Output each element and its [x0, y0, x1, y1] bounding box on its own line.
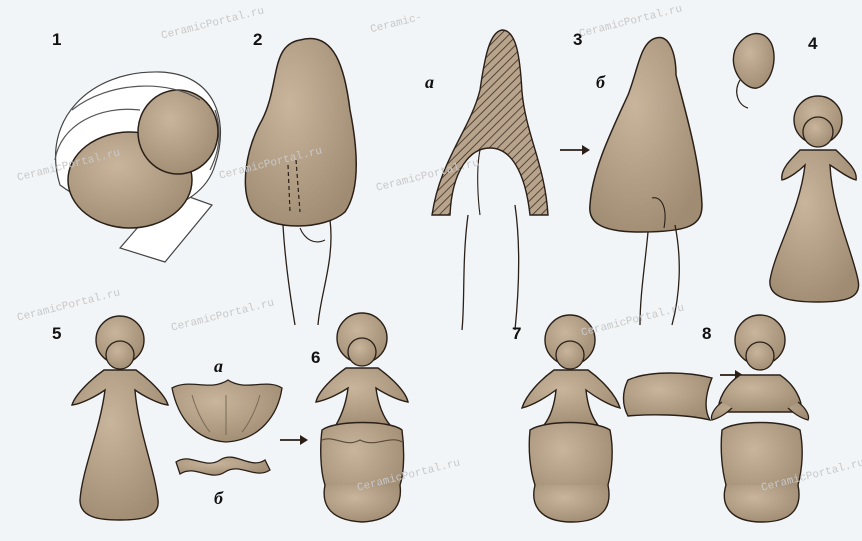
- step8-figure: [711, 315, 808, 522]
- step-number-4: 4: [808, 34, 817, 54]
- step-number-1: 1: [52, 30, 61, 50]
- arrow-right-icon-2: [280, 435, 308, 445]
- sub-label-a-bottom: а: [214, 356, 223, 377]
- step7-cape-piece: [624, 373, 713, 420]
- step7-figure: [522, 315, 620, 522]
- step3a-cross-section: [432, 30, 548, 330]
- step-number-6: 6: [311, 348, 320, 368]
- step4-figure: [733, 34, 858, 302]
- step5a-collar-piece: [172, 380, 282, 442]
- sub-label-b-bottom: б: [214, 488, 223, 509]
- sub-label-b-top: б: [596, 72, 605, 93]
- step-number-2: 2: [253, 30, 262, 50]
- sub-label-a-top: а: [425, 72, 434, 93]
- arrow-right-icon: [560, 145, 590, 155]
- step-number-7: 7: [512, 324, 521, 344]
- step5b-strip-piece: [176, 457, 270, 475]
- step-number-8: 8: [702, 324, 711, 344]
- step3b-bell-form: [590, 38, 702, 325]
- step5-figure: [72, 316, 168, 520]
- step2-pear-form: [245, 38, 356, 325]
- step-number-5: 5: [52, 324, 61, 344]
